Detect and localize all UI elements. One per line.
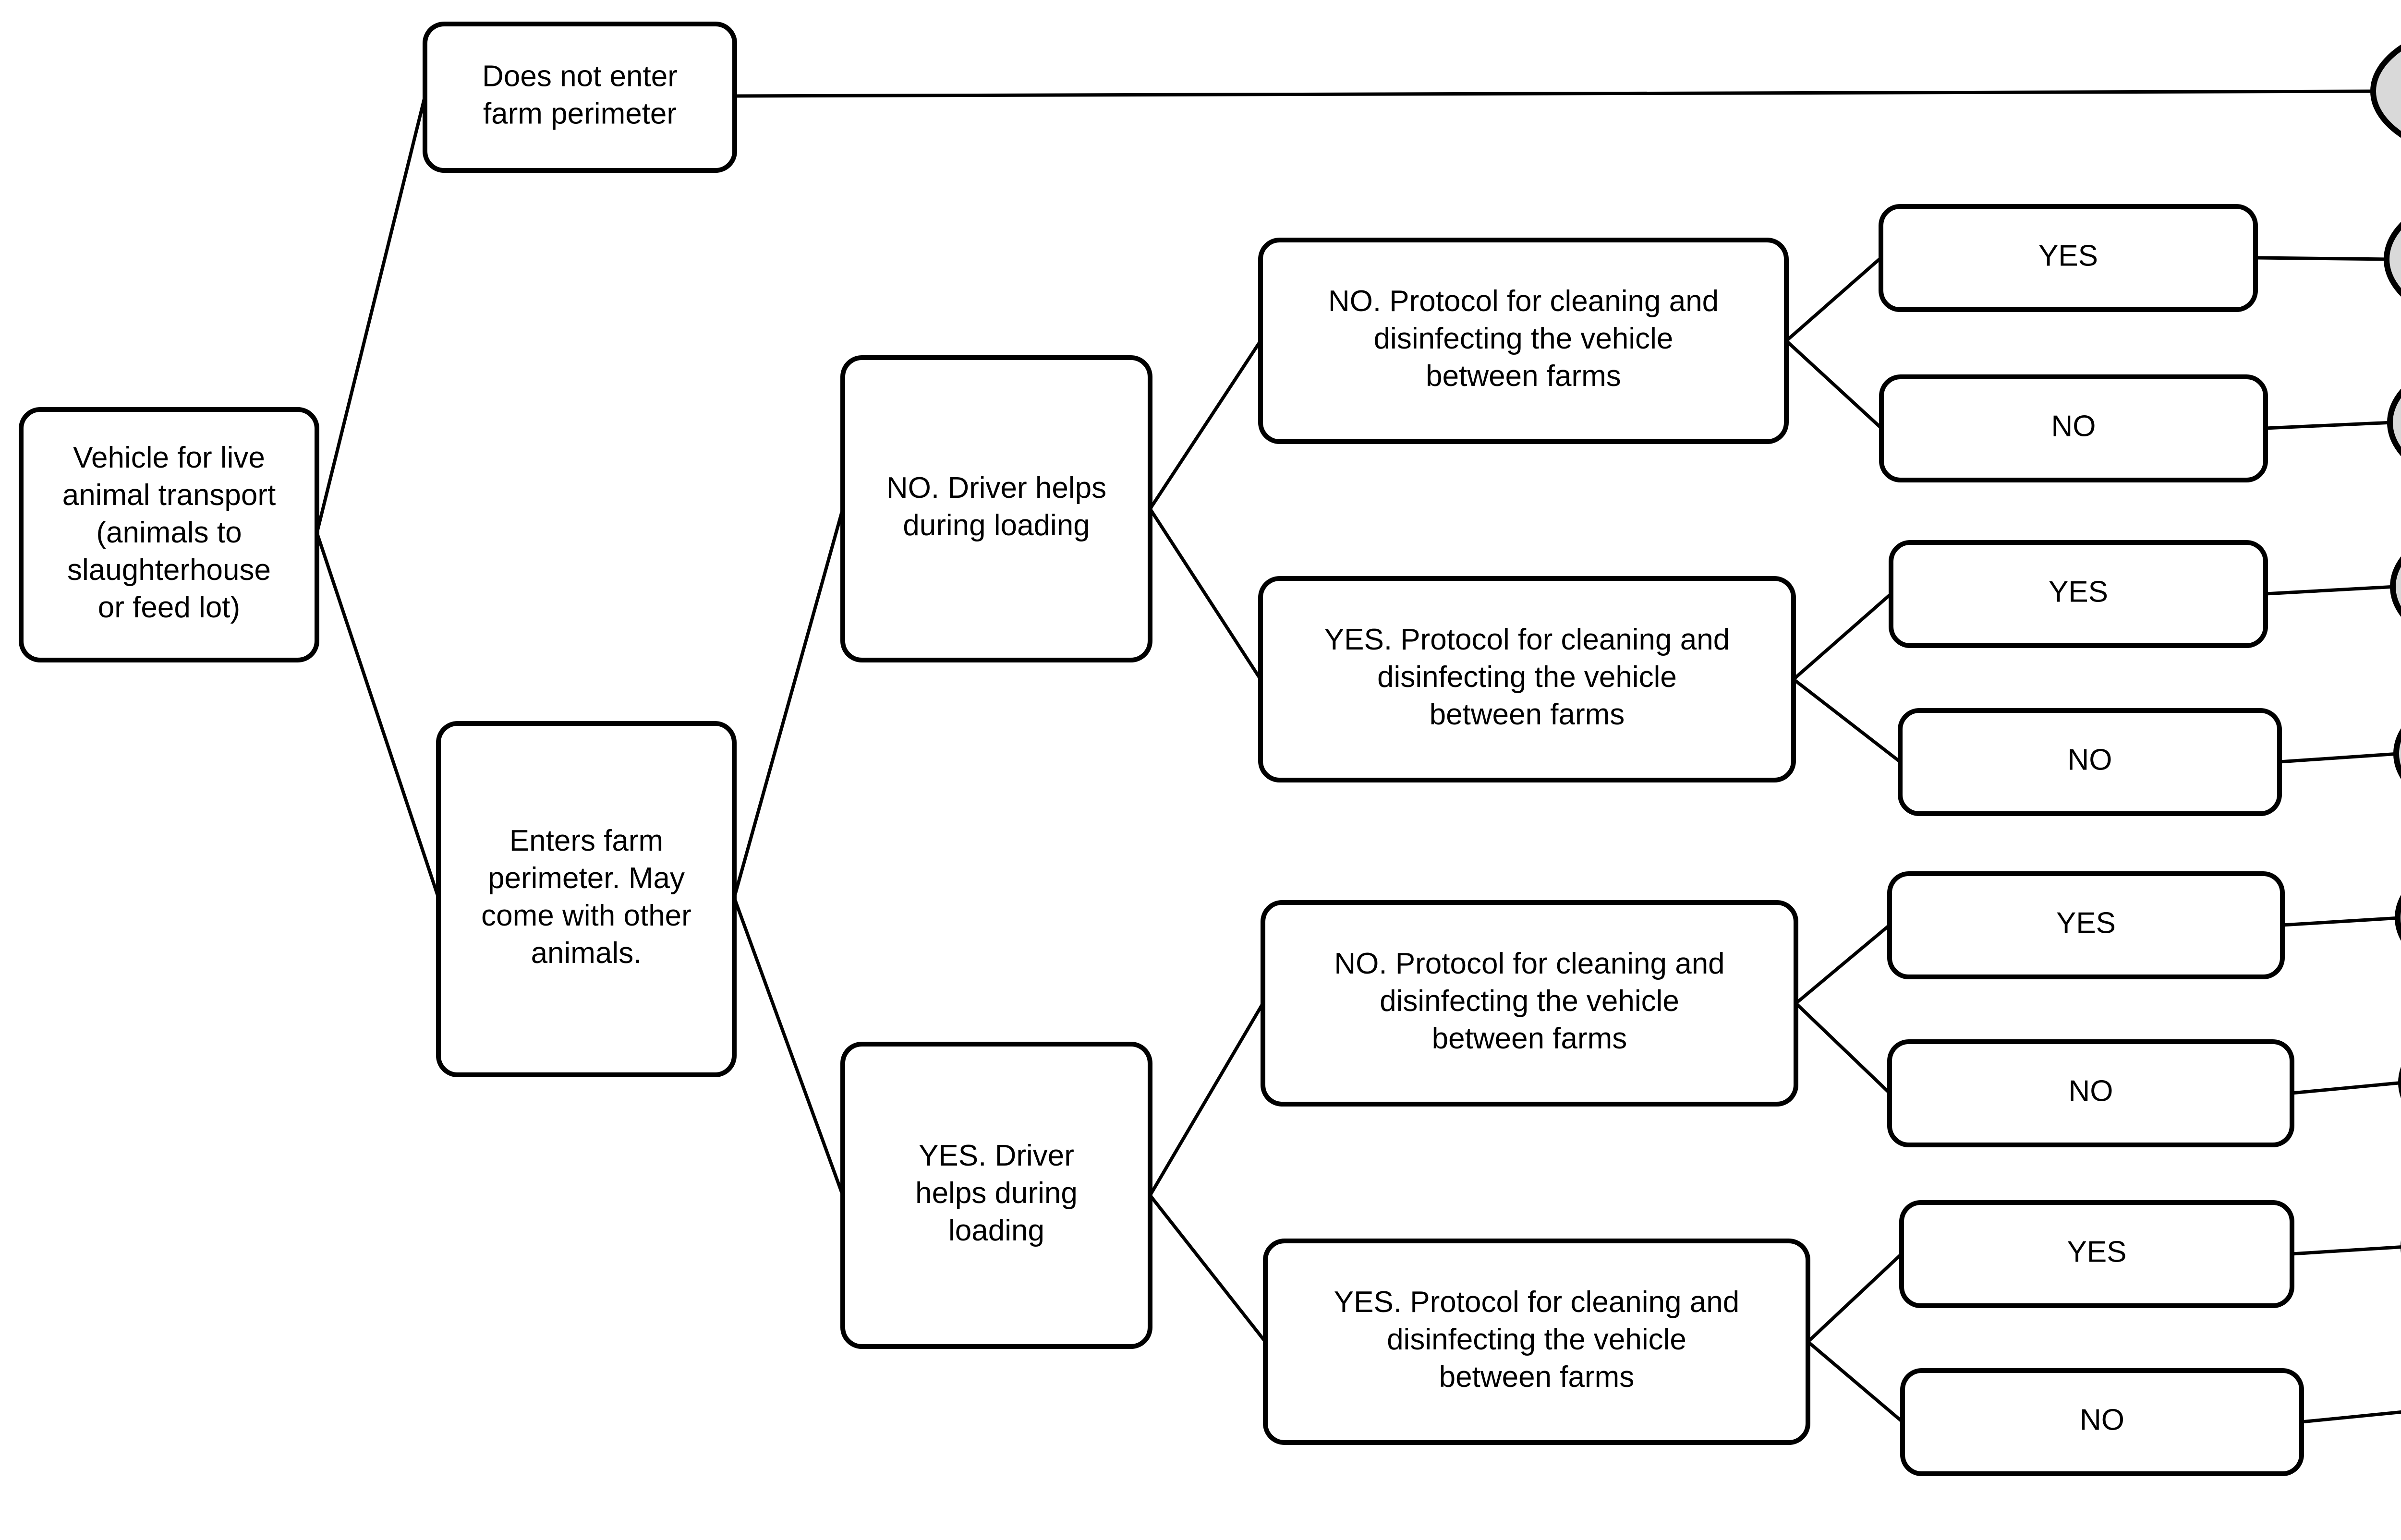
node-yn-1-shape: [1879, 204, 2258, 312]
node-yn-4-label: NO: [2068, 744, 2112, 777]
node-protocol-yes-1-shape: [1258, 576, 1796, 782]
connector-driver-yes-to-protocol-yes-2: [1149, 1194, 1267, 1343]
node-yn-3-label: YES: [2049, 576, 2108, 609]
node-enters-shape: [436, 721, 737, 1077]
connector-enters-to-driver-no: [732, 508, 845, 898]
outcome-E1-shape: [2370, 44, 2401, 138]
connector-yn-5-to-E6: [2282, 916, 2401, 927]
connector-root-to-no-enter: [315, 96, 427, 533]
node-yn-2-label: NO: [2051, 410, 2096, 443]
outcome-E2[interactable]: E2: [2384, 185, 2401, 334]
connector-driver-no-to-protocol-yes-1: [1149, 508, 1262, 680]
connector-root-to-enters: [315, 532, 440, 899]
node-yn-1-label: YES: [2038, 240, 2098, 273]
edge-layer: [315, 89, 2401, 1424]
connector-yn-3-to-E4: [2265, 585, 2396, 596]
connector-yn-8-to-E9: [2301, 1410, 2401, 1424]
node-yn-6-shape: [1887, 1039, 2294, 1147]
node-protocol-no-2-shape: [1261, 900, 1798, 1107]
node-yn-5-label: YES: [2056, 907, 2116, 940]
node-protocol-no-1-shape: [1258, 238, 1789, 444]
connector-protocol-no-2-to-yn-6: [1795, 1002, 1891, 1095]
connector-yn-6-to-E7: [2292, 1081, 2401, 1095]
node-yn-7-shape: [1899, 1200, 2294, 1308]
node-no-enter-shape: [423, 22, 737, 173]
outcome-E3[interactable]: E3: [2387, 348, 2401, 497]
connector-yn-2-to-E3: [2265, 421, 2393, 430]
node-yn-8-shape: [1900, 1368, 2304, 1476]
connector-no-enter-to-E1: [734, 89, 2375, 98]
outcome-E6[interactable]: E6: [2395, 843, 2401, 992]
node-yn-3[interactable]: YES: [1889, 540, 2268, 648]
outcome-E4-shape: [2390, 556, 2401, 617]
node-yn-2-shape: [1879, 374, 2268, 482]
connector-driver-no-to-protocol-no-1: [1149, 340, 1262, 510]
outcome-E6-shape: [2395, 895, 2401, 941]
outcome-E4[interactable]: E4: [2390, 512, 2401, 661]
connector-enters-to-driver-yes: [732, 897, 845, 1196]
node-yn-5-shape: [1887, 871, 2285, 979]
node-yn-5[interactable]: YES: [1887, 871, 2285, 979]
node-yn-3-shape: [1889, 540, 2268, 648]
outcome-E2-shape: [2384, 222, 2401, 297]
node-yn-2[interactable]: NO: [1879, 374, 2268, 482]
node-yn-4-shape: [1898, 708, 2282, 816]
connector-yn-1-to-E2: [2255, 256, 2389, 261]
node-root-vehicle-shape: [19, 407, 319, 662]
node-yn-6[interactable]: NO: [1887, 1039, 2294, 1147]
connector-yn-7-to-E8: [2292, 1245, 2401, 1256]
node-yn-8-label: NO: [2080, 1404, 2124, 1437]
connector-protocol-yes-2-to-yn-7: [1807, 1252, 1903, 1343]
outcome-E1[interactable]: E1: [2370, 19, 2401, 163]
node-yn-7[interactable]: YES: [1899, 1200, 2294, 1308]
node-yn-4[interactable]: NO: [1898, 708, 2282, 816]
node-driver-yes-shape: [840, 1042, 1152, 1349]
node-protocol-yes-2-shape: [1263, 1239, 1810, 1445]
connector-protocol-yes-1-to-yn-3: [1792, 592, 1892, 681]
outcome-E3-shape: [2387, 388, 2401, 457]
connector-yn-4-to-E5: [2279, 752, 2399, 764]
node-yn-1[interactable]: YES: [1879, 204, 2258, 312]
connector-protocol-no-2-to-yn-5: [1795, 924, 1891, 1005]
connector-driver-yes-to-protocol-no-2: [1148, 1002, 1265, 1196]
node-driver-no-shape: [840, 355, 1152, 662]
connector-protocol-yes-1-to-yn-4: [1792, 678, 1902, 763]
connector-protocol-yes-2-to-yn-8: [1807, 1340, 1904, 1423]
node-yn-7-label: YES: [2067, 1236, 2126, 1269]
connector-protocol-no-1-to-yn-1: [1785, 256, 1882, 342]
node-yn-8[interactable]: NO: [1900, 1368, 2304, 1476]
outcome-E5-shape: [2393, 728, 2401, 779]
outcome-E5[interactable]: E5: [2393, 679, 2401, 828]
node-yn-6-label: NO: [2069, 1075, 2113, 1108]
connector-protocol-no-1-to-yn-2: [1785, 339, 1883, 430]
